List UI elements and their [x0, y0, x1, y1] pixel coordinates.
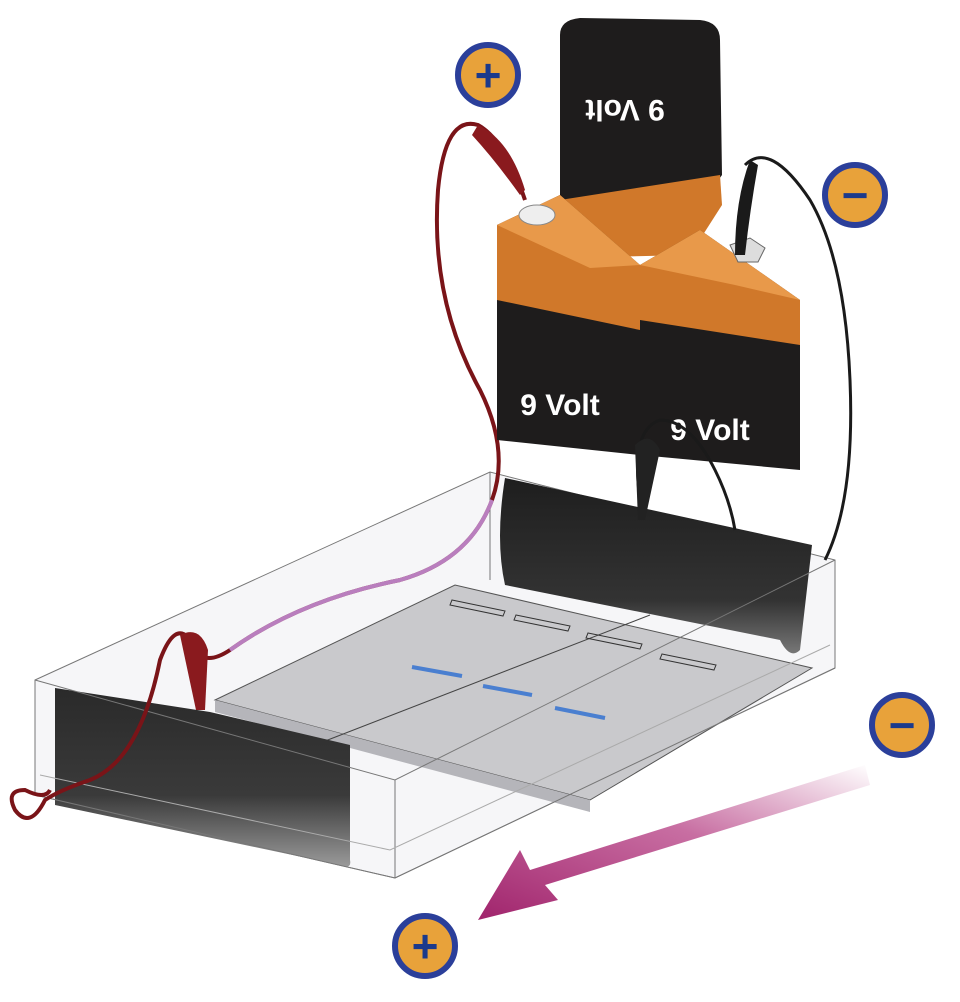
well [585, 632, 643, 650]
negative-electrode [500, 478, 812, 654]
migration-arrow [478, 765, 870, 920]
positive-electrode [55, 688, 351, 867]
dna-band [482, 684, 533, 697]
battery-label: 9 Volt [520, 389, 599, 422]
battery-front-left: 9 Volt [497, 195, 640, 455]
dna-bands [411, 665, 606, 720]
battery-label: 9 Volt [585, 93, 664, 126]
black-wire [743, 156, 853, 561]
well [513, 614, 571, 632]
gel-base [215, 700, 590, 812]
battery-label: 9 Volt [670, 414, 749, 447]
black-clip [635, 438, 660, 520]
minus-icon: − [842, 169, 869, 221]
dna-band [554, 706, 606, 720]
gel-wells [449, 599, 717, 671]
battery-negative-badge: − [822, 162, 888, 228]
positive-terminal [518, 204, 556, 226]
dna-band [411, 665, 463, 678]
well [659, 653, 717, 671]
tray-negative-badge: − [869, 692, 935, 758]
well [449, 599, 506, 617]
battery-front-right: 9 Volt [640, 230, 800, 470]
plus-icon: + [412, 920, 439, 972]
red-clip-top [472, 125, 525, 195]
red-clip [180, 632, 208, 710]
battery-positive-badge: + [455, 42, 521, 108]
plus-icon: + [475, 49, 502, 101]
minus-icon: − [889, 699, 916, 751]
tray-positive-badge: + [392, 913, 458, 979]
